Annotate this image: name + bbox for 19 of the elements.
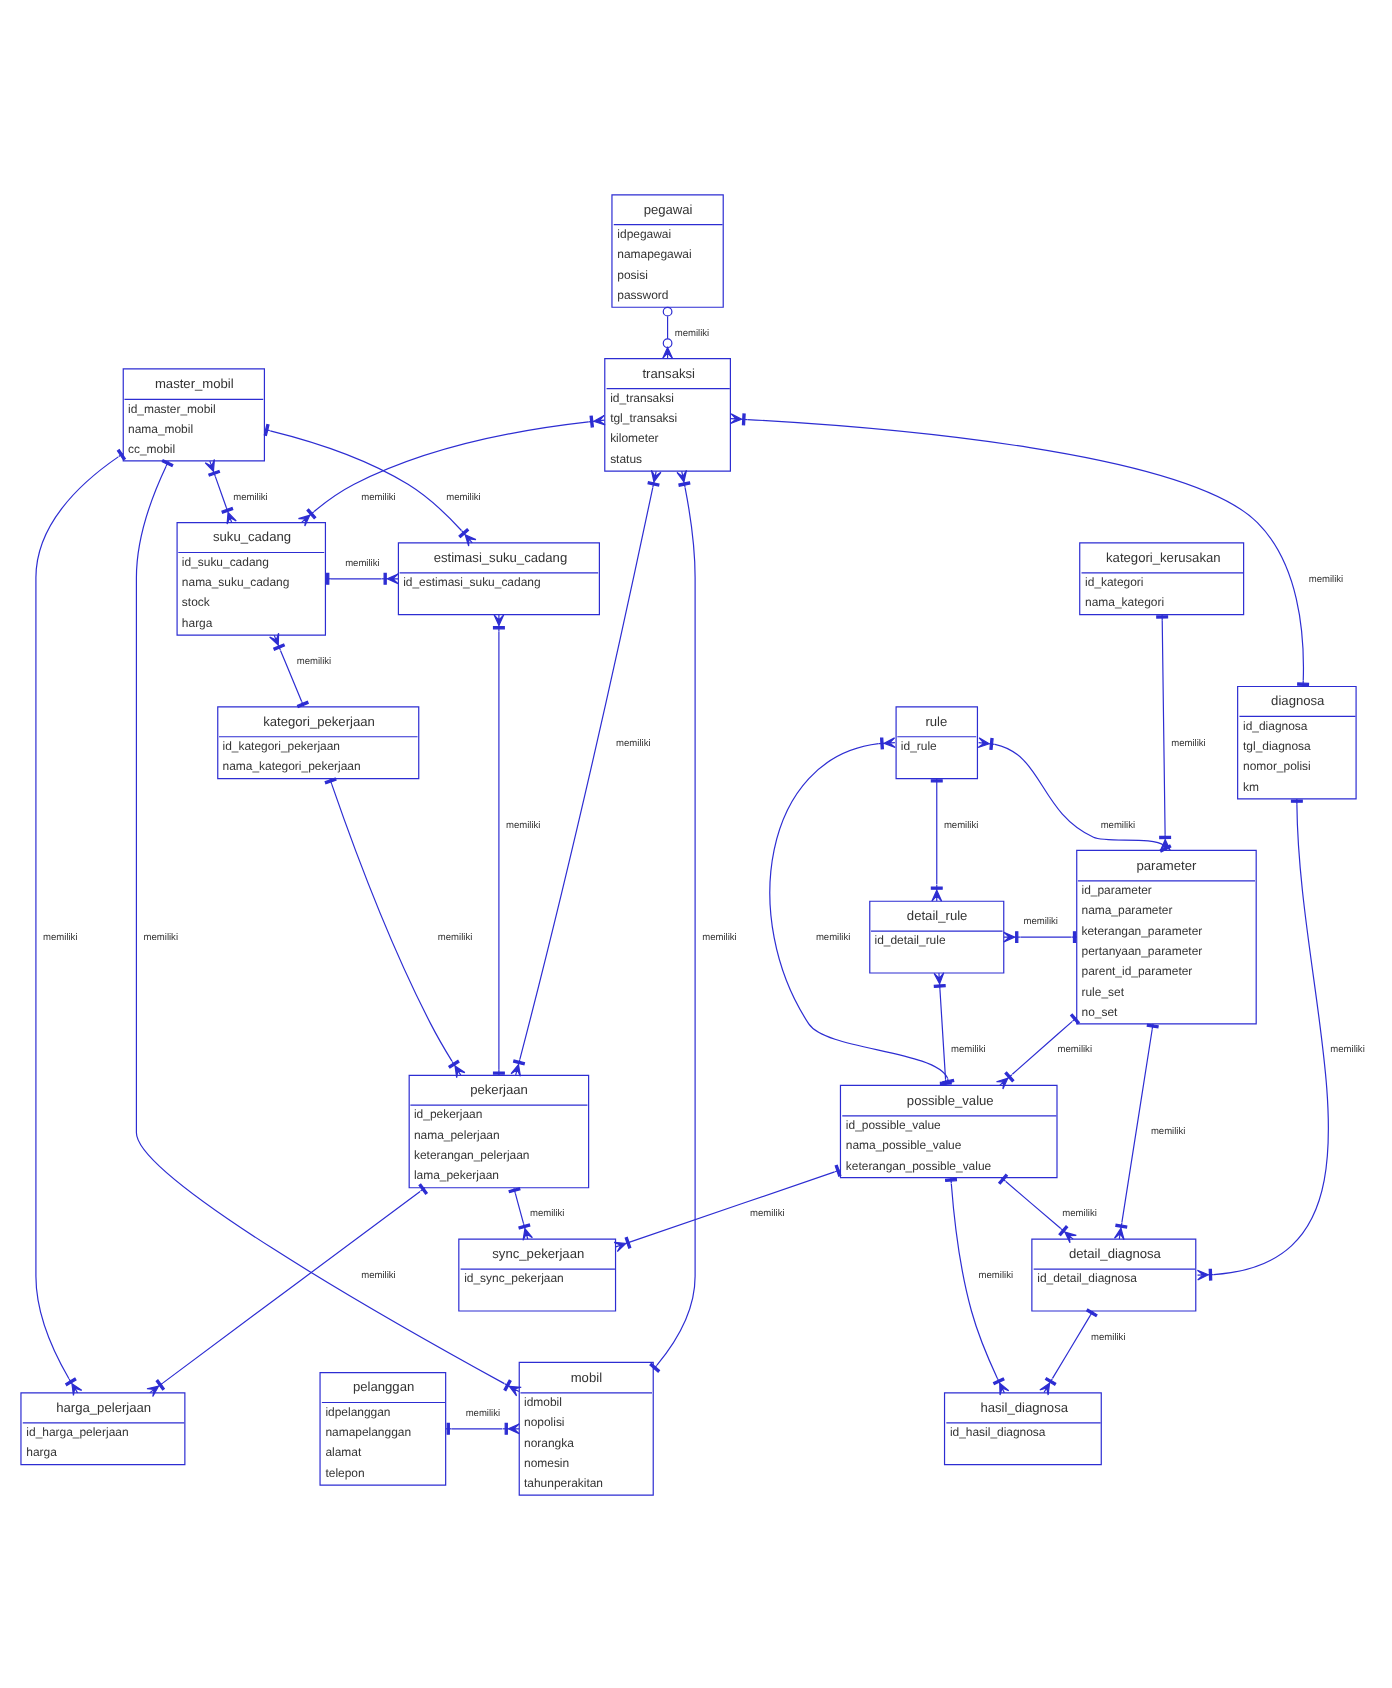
connector	[35, 447, 127, 1395]
connector	[649, 468, 696, 1372]
connector	[997, 1172, 1077, 1243]
connector	[995, 1012, 1081, 1089]
connector	[1113, 1022, 1159, 1240]
connector	[204, 457, 237, 524]
connector	[324, 776, 466, 1078]
connector	[1039, 1307, 1098, 1395]
connector	[508, 1186, 533, 1240]
connector	[613, 1163, 842, 1252]
connector	[146, 1182, 429, 1397]
connector	[135, 458, 522, 1396]
connector	[662, 305, 674, 358]
connector	[269, 631, 309, 708]
connector	[510, 468, 662, 1076]
connector	[730, 412, 1310, 686]
connector	[297, 413, 606, 526]
connector	[944, 1176, 1010, 1395]
connector	[263, 422, 477, 546]
